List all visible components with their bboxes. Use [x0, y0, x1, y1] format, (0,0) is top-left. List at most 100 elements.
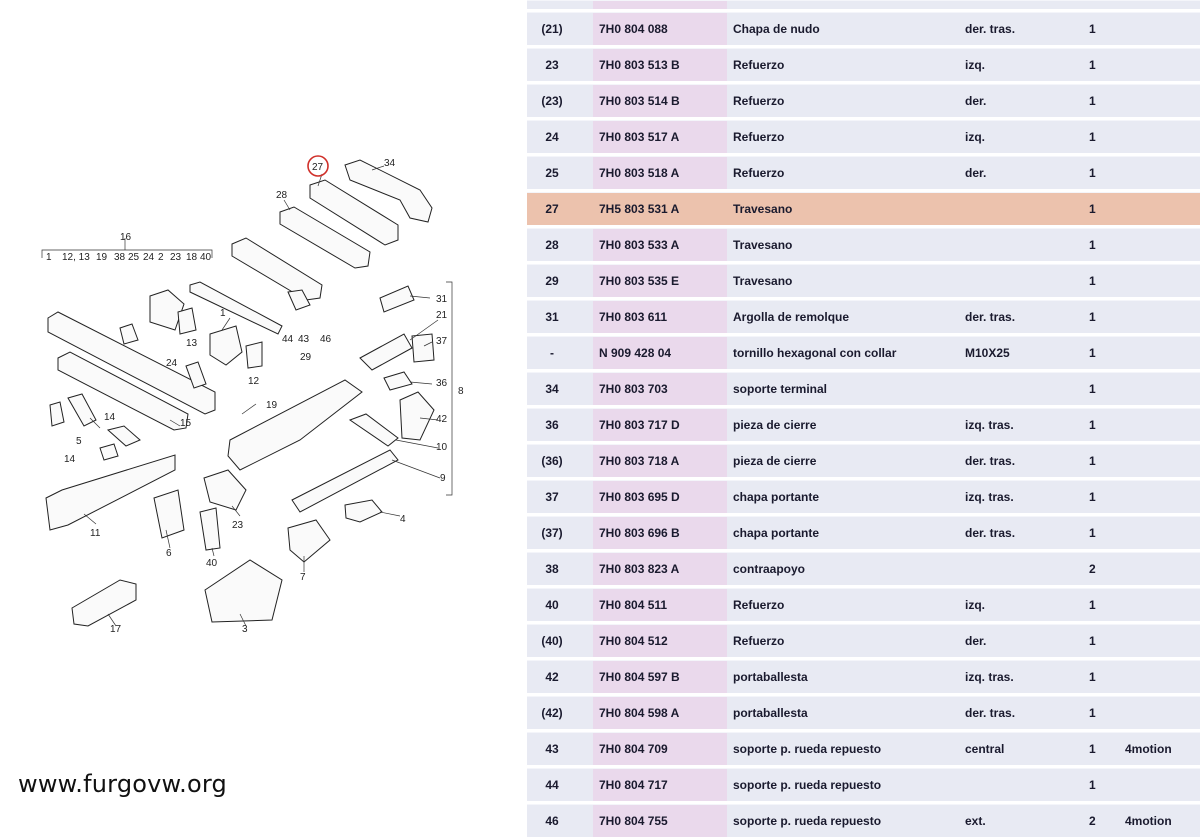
cell-part: N 909 428 04	[593, 336, 727, 369]
cell-desc: Refuerzo	[727, 624, 959, 657]
callout-label: 15	[180, 418, 192, 429]
cell-desc: chapa portante	[727, 516, 959, 549]
cell-part: 7H5 803 531 A	[593, 192, 727, 225]
cell-side: M10X25	[959, 336, 1083, 369]
part-8-frame	[227, 379, 363, 471]
cell-desc: Travesano	[727, 228, 959, 261]
cell-note	[1119, 444, 1200, 477]
cell-note: 4motion	[1119, 732, 1200, 765]
callout-label: 5	[76, 436, 82, 447]
callout-label: 43	[298, 334, 310, 345]
cell-qty: 1	[1083, 732, 1119, 765]
cell-side: der.	[959, 84, 1083, 117]
cell-desc: Refuerzo	[727, 588, 959, 621]
part-31-tow-eye	[379, 285, 415, 313]
callout-label: 36	[436, 378, 448, 389]
cell-part: 7H0 804 512	[593, 624, 727, 657]
cell-gap	[577, 552, 593, 585]
cell-note	[1119, 480, 1200, 513]
cell-note	[1119, 588, 1200, 621]
cell-gap	[577, 48, 593, 81]
cell-part: 7H0 803 717 D	[593, 408, 727, 441]
cell-pos: 28	[527, 228, 577, 261]
cell-pos: (36)	[527, 444, 577, 477]
cell-side: der.	[959, 624, 1083, 657]
cell-part: 7H0 803 517 A	[593, 120, 727, 153]
callout-label: 12, 13	[62, 252, 90, 263]
cell-side: der.	[959, 156, 1083, 189]
callout-label: 12	[248, 376, 260, 387]
cell-gap	[577, 84, 593, 117]
cell-qty: 1	[1083, 228, 1119, 261]
cell-desc: Argolla de remolque	[727, 300, 959, 333]
callout-label: 24	[166, 358, 178, 369]
cell-qty: 1	[1083, 768, 1119, 801]
cell-qty: 1	[1083, 516, 1119, 549]
cell-part: 7H0 803 695 D	[593, 480, 727, 513]
cell-part: 7H0 803 514 B	[593, 84, 727, 117]
cell-qty: 1	[1083, 480, 1119, 513]
cell-qty: 1	[1083, 588, 1119, 621]
callout-label: 31	[436, 294, 448, 305]
cell-note	[1119, 660, 1200, 693]
cell-desc: Travesano	[727, 192, 959, 225]
cell-gap	[577, 12, 593, 45]
callout-label: 19	[96, 252, 108, 263]
cell-gap	[577, 732, 593, 765]
part-24-bracket	[185, 361, 207, 389]
cell-part: 7H0 803 823 A	[593, 552, 727, 585]
callout-label: 29	[300, 352, 312, 363]
cell-note	[1119, 768, 1200, 801]
cell-desc: contraapoyo	[727, 552, 959, 585]
part-14b-plate	[106, 425, 141, 447]
cell-qty: 1	[1083, 264, 1119, 297]
part-15-long-member	[57, 351, 189, 431]
part-27-crossmember	[309, 179, 399, 246]
cell-note: 4motion	[1119, 804, 1200, 837]
callout-label: 10	[436, 442, 448, 453]
part-23-reinforcement	[203, 469, 247, 511]
cell-qty: 1	[1083, 300, 1119, 333]
callout-label: 40	[206, 558, 218, 569]
part-5b-plate	[99, 443, 119, 461]
callout-label: 44	[282, 334, 294, 345]
cell-note	[1119, 264, 1200, 297]
cell-gap	[577, 120, 593, 153]
part-7-bracket	[287, 519, 331, 563]
cell-pos: 37	[527, 480, 577, 513]
cell-part: 7H0 803 535 E	[593, 264, 727, 297]
callout-label: 24	[143, 252, 155, 263]
cell-part: 7H0 803 703	[593, 372, 727, 405]
part-37-support-plate	[411, 333, 435, 363]
cell-side: der. tras.	[959, 696, 1083, 729]
cell-gap	[577, 156, 593, 189]
cell-part: 7H0 804 717	[593, 768, 727, 801]
callout-27-highlight-circle	[307, 155, 329, 177]
cell-gap	[577, 696, 593, 729]
cell-gap	[577, 804, 593, 837]
site-watermark: www.furgovw.org	[18, 770, 227, 798]
cell-qty: 1	[1083, 624, 1119, 657]
cell-note	[1119, 120, 1200, 153]
cell-gap	[577, 264, 593, 297]
cell-qty: 1	[1083, 192, 1119, 225]
cell-gap	[577, 588, 593, 621]
cell-note	[1119, 48, 1200, 81]
cell-desc: portaballesta	[727, 660, 959, 693]
callout-label: 37	[436, 336, 448, 347]
cell-side: izq.	[959, 120, 1083, 153]
cell-side: izq. tras.	[959, 408, 1083, 441]
cell-desc: pieza de cierre	[727, 408, 959, 441]
cell-note	[1119, 12, 1200, 45]
cell-qty: 1	[1083, 336, 1119, 369]
cell-side	[959, 552, 1083, 585]
cell-part: 7H0 804 511	[593, 588, 727, 621]
